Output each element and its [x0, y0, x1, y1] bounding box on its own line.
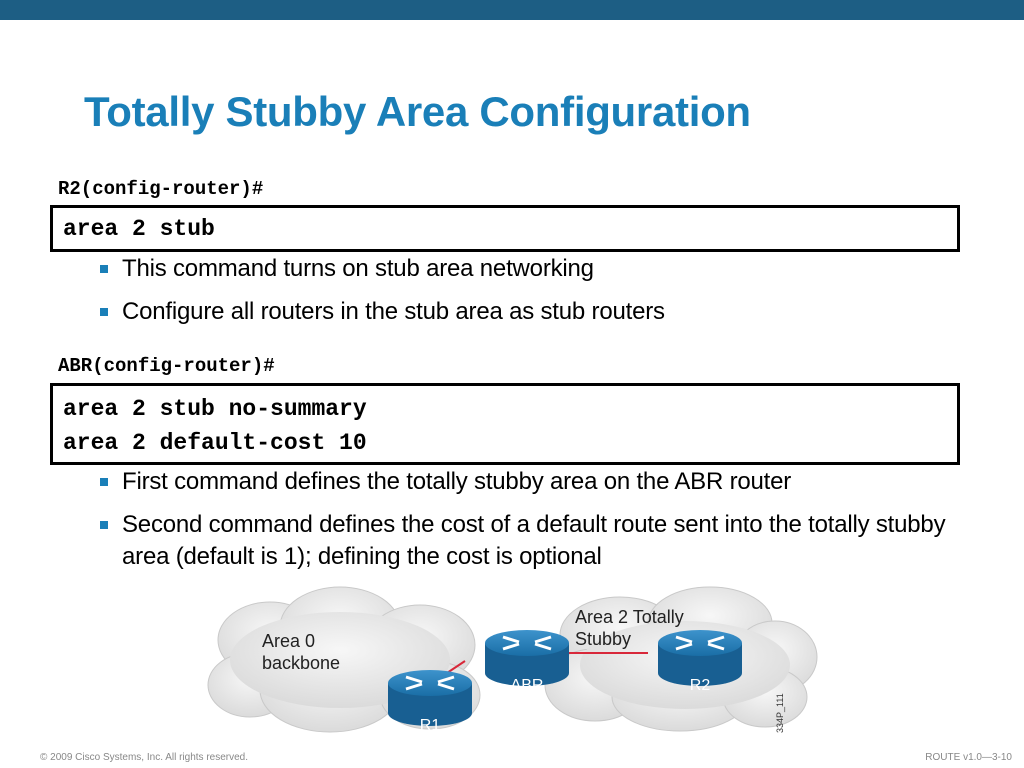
bullet-item: Second command defines the cost of a def…	[98, 509, 968, 573]
area2-label-line1: Area 2 Totally	[575, 607, 684, 627]
footer-copyright: © 2009 Cisco Systems, Inc. All rights re…	[40, 752, 249, 763]
area0-label-line2: backbone	[262, 653, 340, 673]
figure-id: 334P_111	[775, 693, 785, 733]
r2-bullet-list: This command turns on stub area networki…	[98, 253, 968, 339]
abr-bullet-list: First command defines the totally stubby…	[98, 466, 968, 584]
r2-prompt: R2(config-router)#	[58, 178, 264, 200]
footer-course-page: ROUTE v1.0—3-10	[925, 752, 1012, 763]
bullet-square-icon	[100, 265, 108, 273]
bullet-text: Second command defines the cost of a def…	[122, 511, 946, 570]
r2-command-box: area 2 stub	[50, 205, 960, 252]
command-line: area 2 stub	[63, 216, 215, 242]
bullet-text: First command defines the totally stubby…	[122, 468, 792, 495]
bullet-square-icon	[100, 308, 108, 316]
router-r1-icon	[388, 670, 472, 726]
network-diagram: R1 ABR R2 Area 0 backbone Area 2 Totally…	[207, 586, 818, 734]
r1-label: R1	[420, 717, 441, 734]
abr-prompt: ABR(config-router)#	[58, 355, 275, 377]
router-r2-icon	[658, 630, 742, 686]
slide-title: Totally Stubby Area Configuration	[84, 88, 751, 135]
bullet-item: First command defines the totally stubby…	[98, 466, 968, 498]
bullet-text: Configure all routers in the stub area a…	[122, 298, 665, 325]
r2-label: R2	[690, 677, 711, 694]
bullet-square-icon	[100, 478, 108, 486]
top-banner	[0, 0, 1024, 20]
command-line: area 2 stub no-summary	[63, 396, 367, 422]
command-line: area 2 default-cost 10	[63, 430, 367, 456]
abr-command-box: area 2 stub no-summary area 2 default-co…	[50, 383, 960, 465]
bullet-square-icon	[100, 521, 108, 529]
bullet-item: Configure all routers in the stub area a…	[98, 296, 968, 328]
area2-label-line2: Stubby	[575, 629, 631, 649]
area0-label-line1: Area 0	[262, 631, 315, 651]
bullet-text: This command turns on stub area networki…	[122, 255, 594, 282]
router-abr-icon	[485, 630, 569, 686]
abr-label: ABR	[511, 677, 544, 694]
bullet-item: This command turns on stub area networki…	[98, 253, 968, 285]
